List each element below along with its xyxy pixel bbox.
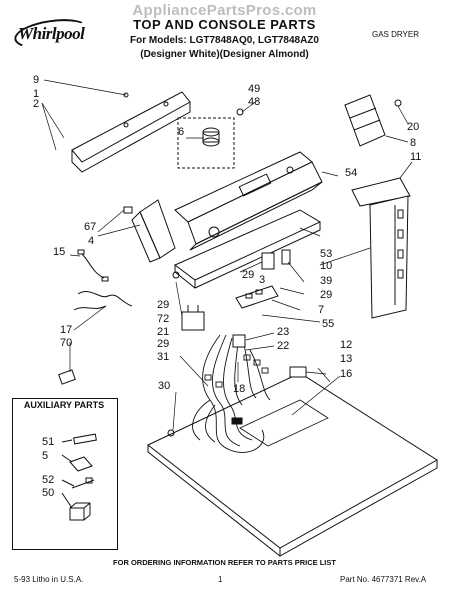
callout-15: 15 bbox=[53, 246, 66, 258]
relay bbox=[232, 334, 246, 348]
console-base bbox=[174, 209, 322, 289]
callout-21: 21 bbox=[157, 326, 170, 338]
callout-4: 4 bbox=[88, 235, 95, 247]
aux-part-50 bbox=[69, 502, 91, 521]
callout-29-left: 29 bbox=[157, 299, 170, 311]
callout-39: 39 bbox=[320, 275, 333, 287]
callout-1: 1 bbox=[33, 88, 40, 100]
callout-2: 2 bbox=[33, 98, 40, 110]
callout-49: 49 bbox=[248, 83, 261, 95]
callout-53: 53 bbox=[320, 248, 333, 260]
console-end-right bbox=[344, 94, 386, 147]
aux-part-5 bbox=[69, 456, 93, 472]
watermark: AppliancePartsPros.com bbox=[132, 2, 317, 19]
side-end-panel bbox=[351, 177, 411, 319]
callout-17: 17 bbox=[60, 324, 73, 336]
callout-23: 23 bbox=[277, 326, 290, 338]
aux-part-51 bbox=[73, 433, 97, 445]
litho-info: 5-93 Litho in U.S.A. bbox=[14, 575, 84, 584]
aux-part-52 bbox=[71, 477, 95, 489]
part-number: Part No. 4677371 Rev.A bbox=[340, 575, 427, 584]
aux-callout-51: 51 bbox=[42, 436, 55, 448]
aux-callout-5: 5 bbox=[42, 450, 49, 462]
callout-16: 16 bbox=[340, 368, 353, 380]
callout-8: 8 bbox=[410, 137, 417, 149]
callout-70: 70 bbox=[60, 337, 73, 349]
switch-block bbox=[235, 285, 279, 309]
callout-29-lower: 29 bbox=[157, 338, 170, 350]
callout-29-upper: 29 bbox=[242, 269, 255, 281]
callout-7: 7 bbox=[318, 304, 325, 316]
page-title: TOP AND CONSOLE PARTS bbox=[133, 17, 316, 32]
console-panel bbox=[174, 151, 323, 251]
callout-9: 9 bbox=[33, 74, 40, 86]
callout-11: 11 bbox=[410, 151, 422, 163]
callout-48: 48 bbox=[248, 96, 261, 108]
product-type: GAS DRYER bbox=[372, 30, 419, 39]
wire-harness bbox=[192, 334, 271, 453]
auxiliary-parts-title: AUXILIARY PARTS bbox=[23, 400, 105, 410]
callout-18: 18 bbox=[233, 383, 246, 395]
callout-6: 6 bbox=[178, 126, 185, 138]
console-end-left bbox=[131, 199, 176, 263]
page-number: 1 bbox=[218, 575, 223, 584]
brand-logo: Whirlpool bbox=[18, 24, 85, 43]
callout-29-right: 29 bbox=[320, 289, 333, 301]
callout-72: 72 bbox=[157, 313, 170, 325]
color-variants: (Designer White)(Designer Almond) bbox=[140, 49, 309, 60]
callout-10: 10 bbox=[320, 260, 333, 272]
thermostat bbox=[181, 305, 205, 331]
callout-3: 3 bbox=[259, 274, 266, 286]
callout-31: 31 bbox=[157, 351, 170, 363]
top-panel bbox=[147, 372, 438, 557]
rear-bracket bbox=[71, 91, 191, 173]
loose-parts bbox=[58, 92, 402, 437]
callout-20: 20 bbox=[407, 121, 420, 133]
timer-knob-part bbox=[202, 127, 220, 147]
callout-55: 55 bbox=[322, 318, 335, 330]
callout-12: 12 bbox=[340, 339, 353, 351]
aux-callout-52: 52 bbox=[42, 474, 55, 486]
auxiliary-parts-box bbox=[12, 398, 118, 550]
callout-54: 54 bbox=[345, 167, 358, 179]
callout-22: 22 bbox=[277, 340, 290, 352]
terminal-block bbox=[261, 249, 291, 270]
model-numbers: For Models: LGT7848AQ0, LGT7848AZ0 bbox=[130, 35, 319, 46]
callout-67: 67 bbox=[84, 221, 97, 233]
callout-13: 13 bbox=[340, 353, 353, 365]
leader-lines bbox=[41, 79, 413, 431]
callout-30: 30 bbox=[158, 380, 171, 392]
aux-callout-50: 50 bbox=[42, 487, 55, 499]
timer-knob bbox=[177, 117, 235, 169]
ordering-notice: FOR ORDERING INFORMATION REFER TO PARTS … bbox=[113, 558, 336, 567]
